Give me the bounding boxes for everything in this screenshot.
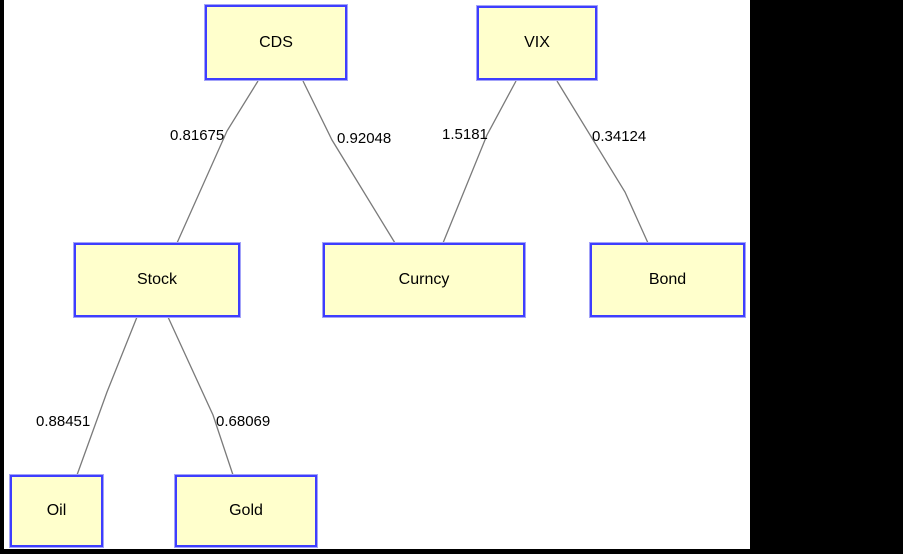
node-label-vix: VIX xyxy=(524,34,550,51)
node-label-curncy: Curncy xyxy=(398,271,450,288)
node-label-stock: Stock xyxy=(136,271,177,288)
node-curncy[interactable]: Curncy xyxy=(323,243,525,317)
node-cds[interactable]: CDS xyxy=(205,5,347,80)
node-oil[interactable]: Oil xyxy=(10,475,103,547)
node-vix[interactable]: VIX xyxy=(477,6,597,80)
node-label-cds: CDS xyxy=(259,33,293,51)
node-stock[interactable]: Stock xyxy=(74,243,240,317)
node-gold[interactable]: Gold xyxy=(175,475,317,547)
node-label-gold: Gold xyxy=(229,502,263,519)
node-label-oil: Oil xyxy=(46,502,67,519)
node-bond[interactable]: Bond xyxy=(590,243,745,317)
node-label-bond: Bond xyxy=(648,271,687,288)
